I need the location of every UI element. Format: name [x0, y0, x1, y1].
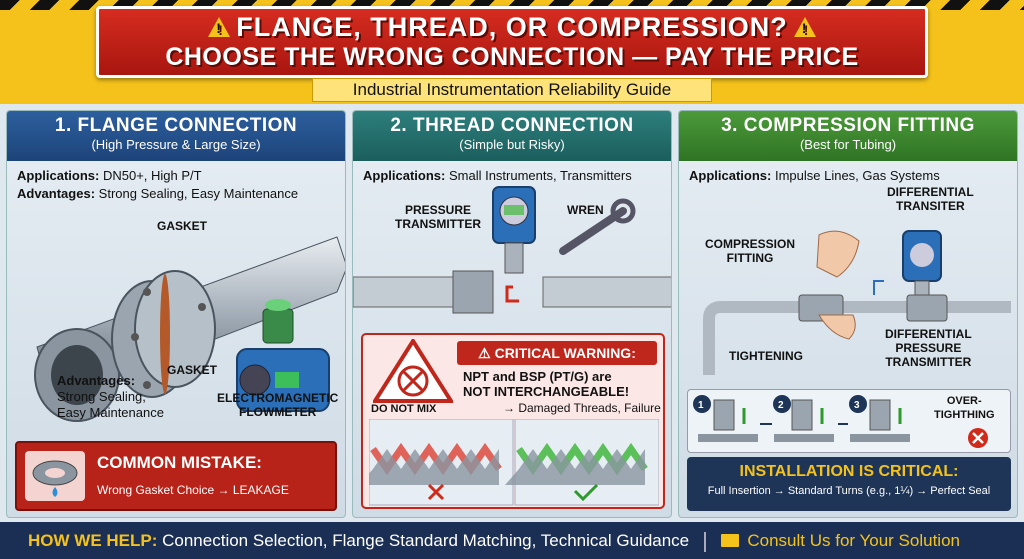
- mistake-text: Wrong Gasket Choice → LEAKAGE: [97, 483, 289, 497]
- wrench-label: WREN: [567, 203, 604, 217]
- consult-cta[interactable]: Consult Us for Your Solution: [747, 531, 960, 550]
- flowmeter-line2: FLOWMETER: [239, 405, 317, 419]
- diff2-line3: TRANSMITTER: [885, 355, 972, 369]
- over-line1: OVER-: [946, 395, 982, 407]
- apps-label: Applications:: [17, 168, 100, 183]
- diff1-line1: DIFFERENTIAL: [887, 185, 974, 199]
- title-banner: FLANGE, THREAD, OR COMPRESSION? CHOOSE T…: [96, 6, 928, 78]
- installation-steps: 1 2 3 OVER- TIGHTHING: [687, 389, 1011, 453]
- leaking-gasket-icon: [25, 451, 85, 501]
- title-line1: FLANGE, THREAD, OR COMPRESSION?: [236, 12, 788, 42]
- flowmeter-label: ELECTROMAGNETIC FLOWMETER: [217, 391, 338, 419]
- header: FLANGE, THREAD, OR COMPRESSION? CHOOSE T…: [0, 0, 1024, 104]
- flowmeter-line1: ELECTROMAGNETIC: [217, 391, 339, 405]
- over-tightening-label: OVER- TIGHTHING: [934, 394, 995, 422]
- cf-line1: COMPRESSION: [705, 237, 796, 251]
- adv2-label: Advantages:: [57, 373, 136, 388]
- warning-title: ⚠ CRITICAL WARNING:: [457, 341, 657, 365]
- panel-header: 2. THREAD CONNECTION (Simple but Risky): [353, 111, 671, 161]
- warning-icon: [208, 17, 231, 37]
- apps-label: Applications:: [689, 168, 772, 183]
- help-text: Connection Selection, Flange Standard Ma…: [162, 531, 690, 550]
- diff2-line2: PRESSURE: [895, 341, 962, 355]
- error-x-icon: [968, 428, 988, 448]
- install-text: Full Insertion → Standard Turns (e.g., 1…: [707, 485, 991, 497]
- differential-transiter-label: DIFFERENTIAL TRANSITER: [887, 185, 974, 213]
- adv2-line2: Easy Maintenance: [57, 405, 164, 420]
- install-title: INSTALLATION IS CRITICAL:: [739, 463, 959, 480]
- warning-line2: NOT INTERCHANGEABLE!: [463, 384, 630, 399]
- gasket-label-bottom: GASKET: [167, 363, 218, 377]
- common-mistake-box: COMMON MISTAKE: Wrong Gasket Choice → LE…: [15, 441, 337, 511]
- thread-illustration: [353, 186, 671, 314]
- thread-panel: 2. THREAD CONNECTION (Simple but Risky) …: [352, 110, 672, 518]
- apps-text: Small Instruments, Transmitters: [448, 168, 632, 183]
- compression-illustration: [703, 230, 1011, 375]
- tightening-label: TIGHTENING: [729, 349, 803, 363]
- footer-bar: HOW WE HELP: Connection Selection, Flang…: [0, 522, 1024, 559]
- title-line2: CHOOSE THE WRONG CONNECTION — PAY THE PR…: [165, 43, 859, 71]
- divider: [703, 531, 706, 552]
- panel-title: 1. FLANGE CONNECTION: [54, 115, 298, 136]
- warning-icon: [793, 17, 816, 37]
- steps-illustration: [693, 395, 910, 442]
- pt-line2: TRANSMITTER: [395, 217, 481, 231]
- no-mix-icon: [373, 339, 453, 403]
- panel-info: Applications: Small Instruments, Transmi…: [353, 161, 671, 185]
- adv-label: Advantages:: [17, 186, 96, 201]
- flange-pipe-illustration: [34, 236, 345, 422]
- warning-line1: NPT and BSP (PT/G) are: [463, 369, 612, 384]
- advantages-callout: Advantages: Strong Sealing, Easy Mainten…: [57, 373, 164, 421]
- title-line1-row: FLANGE, THREAD, OR COMPRESSION?: [99, 12, 925, 43]
- apps-text: Impulse Lines, Gas Systems: [774, 168, 940, 183]
- over-line2: TIGHTHING: [934, 409, 995, 421]
- gasket-label-top: GASKET: [157, 219, 208, 233]
- warning-line3: → Damaged Threads, Failure: [503, 401, 661, 415]
- differential-pressure-transmitter-label: DIFFERENTIAL PRESSURE TRANSMITTER: [885, 327, 972, 369]
- diff1-line2: TRANSITER: [896, 199, 965, 213]
- do-not-mix-label: DO NOT MIX: [371, 403, 437, 415]
- panel-subtitle: (Simple but Risky): [459, 137, 565, 152]
- hazard-stripe: [0, 0, 1024, 10]
- panel-title: 2. THREAD CONNECTION: [390, 115, 634, 136]
- adv2-line1: Strong Sealing,: [57, 389, 146, 404]
- step-1: 1: [698, 400, 704, 411]
- apps-label: Applications:: [363, 168, 446, 183]
- step-3: 3: [854, 400, 860, 411]
- panel-info: Applications: Impulse Lines, Gas Systems: [679, 161, 1017, 185]
- cf-line2: FITTING: [726, 251, 774, 265]
- panel-title: 3. COMPRESSION FITTING: [721, 115, 975, 136]
- subtitle: Industrial Instrumentation Reliability G…: [312, 78, 712, 102]
- pt-line1: PRESSURE: [404, 203, 472, 217]
- panel-subtitle: (High Pressure & Large Size): [91, 137, 261, 152]
- step-2: 2: [778, 400, 784, 411]
- thread-profile-comparison: [369, 419, 659, 506]
- installation-critical-box: INSTALLATION IS CRITICAL: Full Insertion…: [687, 457, 1011, 511]
- critical-warning-box: ⚠ CRITICAL WARNING: NPT and BSP (PT/G) a…: [361, 333, 665, 509]
- diff2-line1: DIFFERENTIAL: [885, 327, 972, 341]
- panel-subtitle: (Best for Tubing): [799, 137, 897, 152]
- compression-panel: 3. COMPRESSION FITTING (Best for Tubing)…: [678, 110, 1018, 518]
- panel-info: Applications: DN50+, High P/T Advantages…: [7, 161, 345, 203]
- warning-body: NPT and BSP (PT/G) are NOT INTERCHANGEAB…: [463, 369, 629, 399]
- envelope-icon: [720, 534, 739, 547]
- compression-fitting-label: COMPRESSION FITTING: [705, 237, 795, 265]
- panel-header: 3. COMPRESSION FITTING (Best for Tubing): [679, 111, 1017, 161]
- flange-panel: 1. FLANGE CONNECTION (High Pressure & La…: [6, 110, 346, 518]
- panel-header: 1. FLANGE CONNECTION (High Pressure & La…: [7, 111, 345, 161]
- apps-text: DN50+, High P/T: [102, 168, 202, 183]
- adv-text: Strong Sealing, Easy Maintenance: [98, 186, 299, 201]
- warning-title-text: CRITICAL WARNING:: [494, 345, 636, 361]
- mistake-title: COMMON MISTAKE:: [97, 453, 262, 472]
- help-label: HOW WE HELP:: [28, 531, 158, 550]
- pressure-transmitter-label: PRESSURE TRANSMITTER: [395, 203, 481, 231]
